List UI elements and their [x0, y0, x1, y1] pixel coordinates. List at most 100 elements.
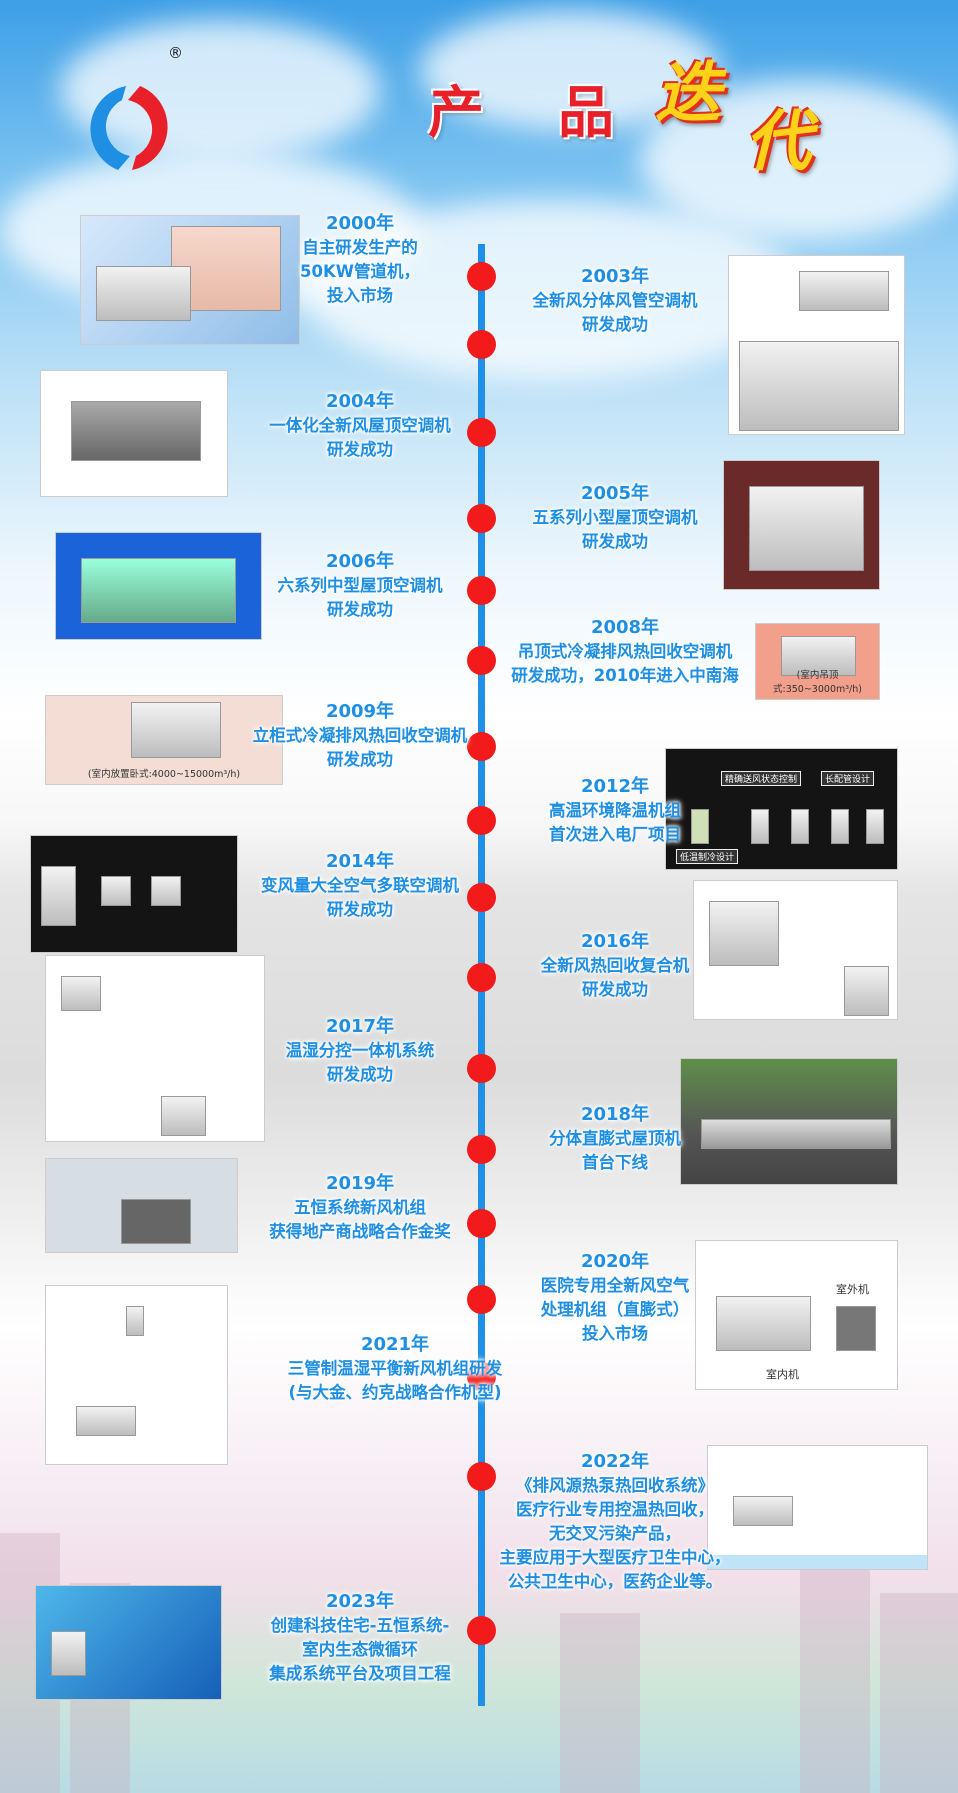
event-description: 《排风源热泵热回收系统》 [516, 1476, 714, 1495]
event-description: 自主研发生产的 [302, 238, 418, 257]
product-image-2006 [55, 532, 262, 640]
timeline-dot [467, 646, 496, 675]
timeline-event: 2022年《排风源热泵热回收系统》医疗行业专用控温热回收， 无交叉污染产品， 主要应… [465, 1450, 765, 1594]
event-description: 全新风分体风管空调机 [532, 291, 698, 310]
registered-mark: ® [168, 44, 183, 62]
event-year: 2023年 [325, 1591, 395, 1612]
title-char: 迭 [655, 55, 721, 132]
timeline-event: 2018年分体直膨式屋顶机首台下线 [465, 1103, 765, 1175]
image-caption: (室内放置卧式:4000~15000m³/h) [87, 769, 241, 780]
event-description: 研发成功 [582, 980, 648, 999]
event-description: 六系列中型屋顶空调机 [277, 576, 443, 595]
event-description: 集成系统平台及项目工程 [269, 1664, 451, 1683]
product-image-2018 [680, 1058, 898, 1185]
event-description: 温湿分控一体机系统 [285, 1041, 435, 1060]
event-description: 研发成功，2010年进入中南海 [511, 666, 739, 685]
timeline-dot [467, 1285, 496, 1314]
event-year: 2021年 [360, 1334, 430, 1355]
event-year: 2006年 [325, 551, 395, 572]
event-year: 2018年 [580, 1104, 650, 1125]
event-year: 2017年 [325, 1016, 395, 1037]
event-year: 2008年 [590, 617, 660, 638]
event-year: 2004年 [325, 391, 395, 412]
event-description: 吊顶式冷凝排风热回收空调机 [517, 642, 733, 661]
title-char: 代 [745, 103, 811, 180]
timeline-event: 2009年立柜式冷凝排风热回收空调机研发成功 [210, 700, 510, 772]
timeline-dot [467, 1362, 496, 1391]
image-caption: 精确送风状态控制 [721, 771, 802, 786]
company-logo [90, 86, 168, 170]
event-description: 医院专用全新风空气 [540, 1276, 690, 1295]
image-caption: (室内吊顶式:350~3000m³/h) [773, 670, 862, 695]
event-description: 立柜式冷凝排风热回收空调机 [252, 726, 468, 745]
image-caption: 室内机 [766, 1368, 799, 1381]
timeline-event: 2021年三管制温湿平衡新风机组研发(与大金、约克战略合作机型) [245, 1333, 545, 1405]
event-year: 2019年 [325, 1173, 395, 1194]
title-char: 品 [558, 81, 614, 146]
timeline-event: 2017年温湿分控一体机系统研发成功 [210, 1015, 510, 1087]
timeline-event: 2003年全新风分体风管空调机研发成功 [465, 265, 765, 337]
event-description: 首台下线 [582, 1153, 648, 1172]
product-image-2021 [45, 1285, 228, 1465]
timeline-dot [467, 1462, 496, 1491]
timeline-dot [467, 330, 496, 359]
product-image-2008: (室内吊顶式:350~3000m³/h) [755, 623, 880, 700]
event-description: 高温环境降温机组 [549, 801, 681, 820]
timeline-event: 2019年五恒系统新风机组获得地产商战略合作金奖 [210, 1172, 510, 1244]
event-year: 2003年 [580, 266, 650, 287]
event-description: 主要应用于大型医疗卫生中心， [499, 1548, 731, 1567]
event-year: 2022年 [580, 1451, 650, 1472]
product-image-2022 [707, 1445, 928, 1570]
event-description: 创建科技住宅-五恒系统- [270, 1616, 450, 1635]
product-image-2023 [35, 1585, 222, 1700]
product-image-2003 [728, 255, 905, 435]
product-image-2020: 室外机 室内机 [695, 1240, 898, 1390]
timeline-dot [467, 1054, 496, 1083]
event-description: 室内生态微循环 [302, 1640, 418, 1659]
timeline-dot [467, 1135, 496, 1164]
event-description: 首次进入电厂项目 [549, 825, 681, 844]
event-description: 投入市场 [582, 1324, 648, 1343]
event-description: 研发成功 [327, 1065, 393, 1084]
timeline-dot [467, 732, 496, 761]
timeline-dot [467, 576, 496, 605]
event-description: 一体化全新风屋顶空调机 [269, 416, 451, 435]
event-description: 处理机组（直膨式） [540, 1300, 690, 1319]
event-description: 变风量大全空气多联空调机 [261, 876, 459, 895]
event-year: 2000年 [325, 213, 395, 234]
event-description: 50KW管道机， [300, 262, 420, 281]
timeline-event: 2006年六系列中型屋顶空调机研发成功 [210, 550, 510, 622]
event-description: 全新风热回收复合机 [540, 956, 690, 975]
image-caption: 低温制冷设计 [676, 849, 739, 864]
event-description: (与大金、约克战略合作机型) [288, 1383, 502, 1402]
event-description: 研发成功 [327, 900, 393, 919]
event-description: 无交叉污染产品， [549, 1524, 681, 1543]
timeline-dot [467, 418, 496, 447]
timeline-dot [467, 883, 496, 912]
timeline-event: 2008年吊顶式冷凝排风热回收空调机研发成功，2010年进入中南海 [475, 616, 775, 688]
event-description: 研发成功 [327, 750, 393, 769]
product-image-2009: (室内放置卧式:4000~15000m³/h) [45, 695, 283, 785]
product-image-2012: 精确送风状态控制 长配管设计 低温制冷设计 [665, 748, 898, 870]
product-image-2019 [45, 1158, 238, 1253]
timeline-dot [467, 504, 496, 533]
title-char: 产 [428, 81, 484, 146]
event-year: 2016年 [580, 931, 650, 952]
timeline-event: 2016年全新风热回收复合机研发成功 [465, 930, 765, 1002]
timeline-dot [467, 1616, 496, 1645]
event-year: 2014年 [325, 851, 395, 872]
product-image-2005 [723, 460, 880, 590]
timeline-event: 2004年一体化全新风屋顶空调机研发成功 [210, 390, 510, 462]
event-description: 分体直膨式屋顶机 [549, 1129, 681, 1148]
event-description: 获得地产商战略合作金奖 [269, 1222, 451, 1241]
image-caption: 长配管设计 [821, 771, 875, 786]
timeline-event: 2014年变风量大全空气多联空调机研发成功 [210, 850, 510, 922]
product-image-2016 [693, 880, 898, 1020]
event-year: 2012年 [580, 776, 650, 797]
event-description: 医疗行业专用控温热回收， [516, 1500, 714, 1519]
event-year: 2005年 [580, 483, 650, 504]
timeline-dot [467, 963, 496, 992]
timeline-event: 2023年创建科技住宅-五恒系统- 室内生态微循环集成系统平台及项目工程 [210, 1590, 510, 1686]
